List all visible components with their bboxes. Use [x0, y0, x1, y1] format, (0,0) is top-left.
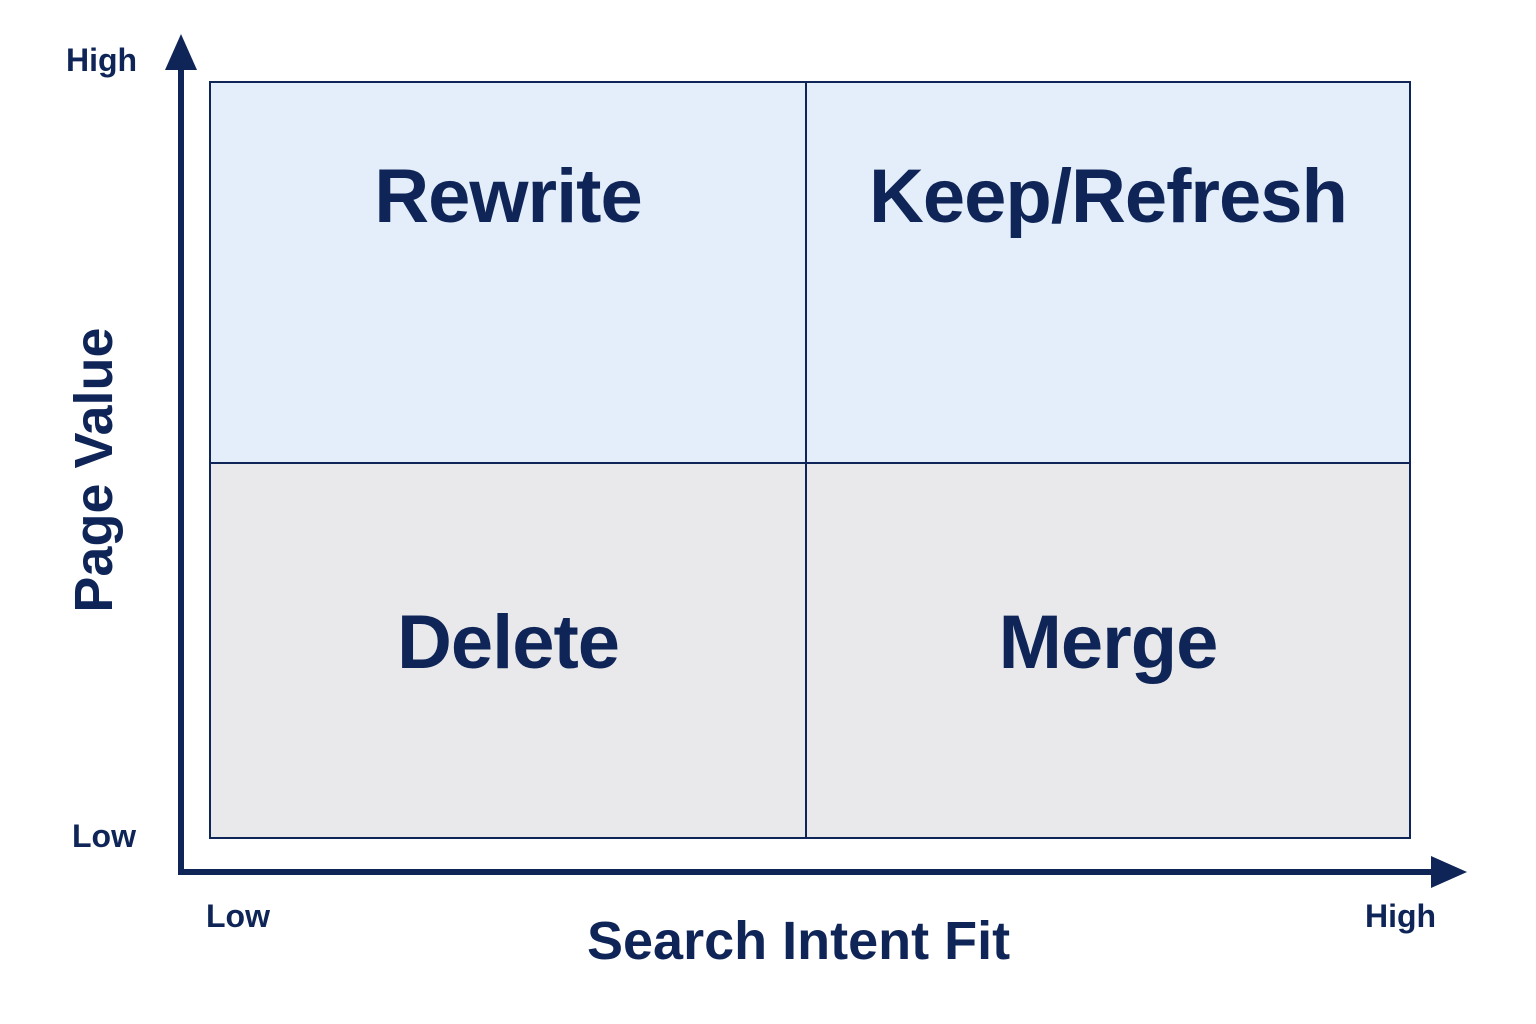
- quadrant-label-keep-refresh: Keep/Refresh: [869, 154, 1348, 239]
- x-axis-low-label: Low: [206, 898, 270, 934]
- quadrant-grid: Rewrite Keep/Refresh Delete Merge: [209, 81, 1411, 839]
- y-axis-title: Page Value: [64, 327, 124, 613]
- x-axis-high-label: High: [1365, 898, 1437, 934]
- y-axis-high-label: High: [66, 42, 138, 78]
- y-axis-arrow-icon: [165, 34, 197, 70]
- x-axis-arrow-icon: [1431, 856, 1467, 888]
- quadrant-label-merge: Merge: [998, 600, 1219, 685]
- quadrant-label-delete: Delete: [396, 600, 620, 685]
- quadrant-keep-refresh: Keep/Refresh: [807, 83, 1409, 464]
- quadrant-merge: Merge: [807, 464, 1409, 837]
- quadrant-delete: Delete: [211, 464, 807, 837]
- y-axis-low-label: Low: [72, 818, 136, 854]
- quadrant-label-rewrite: Rewrite: [374, 154, 643, 239]
- x-axis-title: Search Intent Fit: [587, 911, 1011, 971]
- quadrant-rewrite: Rewrite: [211, 83, 807, 464]
